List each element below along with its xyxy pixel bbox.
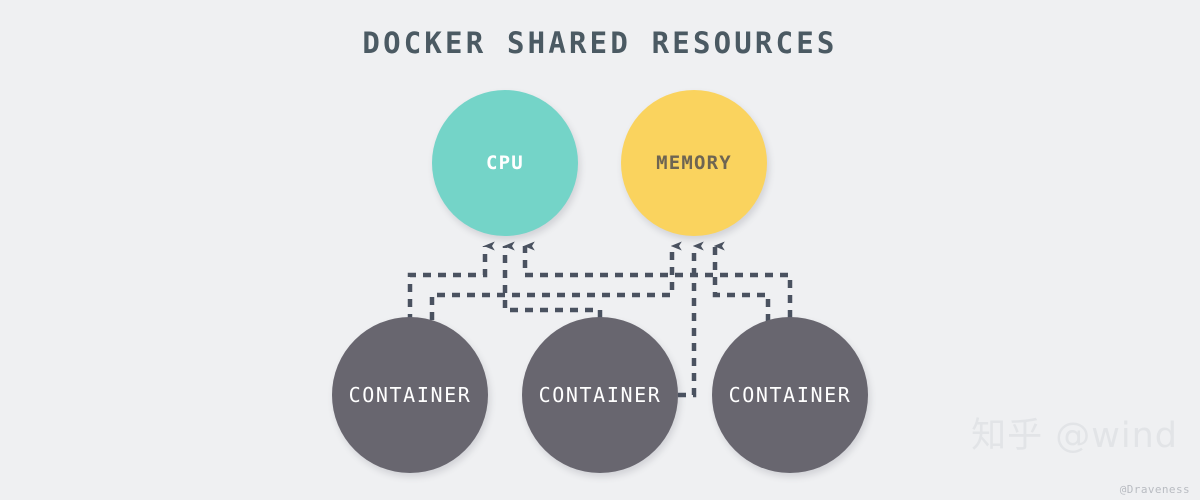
wire-container1-to-cpu [407, 241, 495, 322]
watermark: 知乎 @wind [971, 416, 1178, 456]
wire-container3-to-memory [712, 241, 771, 322]
resource-node-cpu-label: CPU [486, 152, 524, 174]
container-node-3-label: CONTAINER [728, 383, 852, 407]
container-node-2[interactable]: CONTAINER [522, 317, 678, 473]
resource-node-memory-label: MEMORY [656, 152, 732, 174]
wire-container2-to-cpu [502, 241, 603, 318]
resource-node-memory[interactable]: MEMORY [621, 90, 767, 236]
resource-node-cpu[interactable]: CPU [432, 90, 578, 236]
page-title: DOCKER SHARED RESOURCES [362, 26, 838, 60]
container-node-3[interactable]: CONTAINER [712, 317, 868, 473]
container-node-2-label: CONTAINER [538, 383, 662, 407]
credit-attribution: @Draveness [1119, 483, 1190, 496]
wire-container3-to-cpu [522, 241, 793, 318]
container-node-1[interactable]: CONTAINER [332, 317, 488, 473]
wire-container1-to-memory [429, 241, 682, 320]
container-node-1-label: CONTAINER [348, 383, 472, 407]
